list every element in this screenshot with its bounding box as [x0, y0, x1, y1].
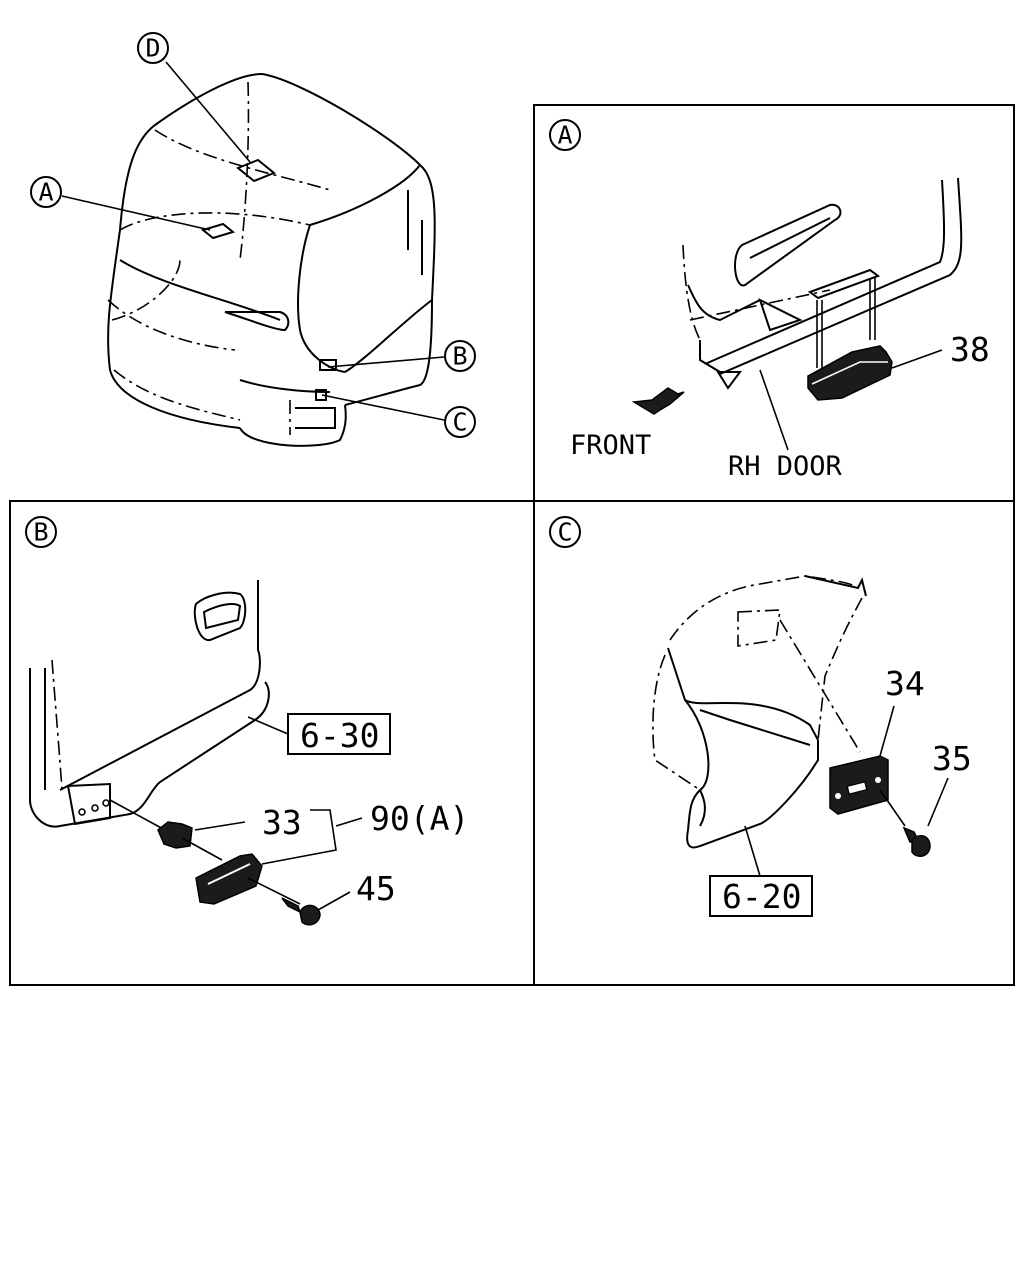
overview-callout-c[interactable]: C — [444, 406, 476, 438]
panel-frames — [9, 104, 1015, 986]
panel-b-title: B — [25, 516, 57, 548]
overview-callout-b[interactable]: B — [444, 340, 476, 372]
panel-a-door-drawing — [631, 177, 963, 451]
panel-b-door-drawing — [29, 580, 363, 926]
callout-b-label: B — [452, 342, 467, 371]
callout-c-label: C — [452, 408, 467, 437]
part-35-label: 35 — [932, 739, 972, 778]
overview-callout-d[interactable]: D — [137, 32, 169, 64]
rh-door-label: RH DOOR — [728, 451, 843, 482]
front-label: FRONT — [570, 430, 651, 461]
ref-box-6-20-label: 6-20 — [722, 877, 801, 916]
part-34-label: 34 — [885, 664, 925, 703]
overview-cab-drawing — [61, 61, 445, 447]
overview-callout-a[interactable]: A — [30, 176, 62, 208]
part-45-label: 45 — [356, 869, 396, 908]
part-33-label: 33 — [262, 803, 302, 842]
panel-c-panel-drawing — [652, 575, 949, 877]
panel-b-ref-box[interactable]: 6-30 — [287, 713, 391, 755]
panel-c-title-label: C — [557, 518, 572, 547]
callout-a-label: A — [38, 178, 53, 207]
callout-d-label: D — [145, 34, 160, 63]
part-38-label: 38 — [950, 330, 990, 369]
panel-c-title: C — [549, 516, 581, 548]
panel-c-ref-box[interactable]: 6-20 — [709, 875, 813, 917]
panel-a-title: A — [549, 119, 581, 151]
panel-a-title-label: A — [557, 121, 572, 150]
panel-b-title-label: B — [33, 518, 48, 547]
ref-box-6-30-label: 6-30 — [300, 716, 379, 755]
part-90-label: 90(A) — [370, 799, 469, 838]
